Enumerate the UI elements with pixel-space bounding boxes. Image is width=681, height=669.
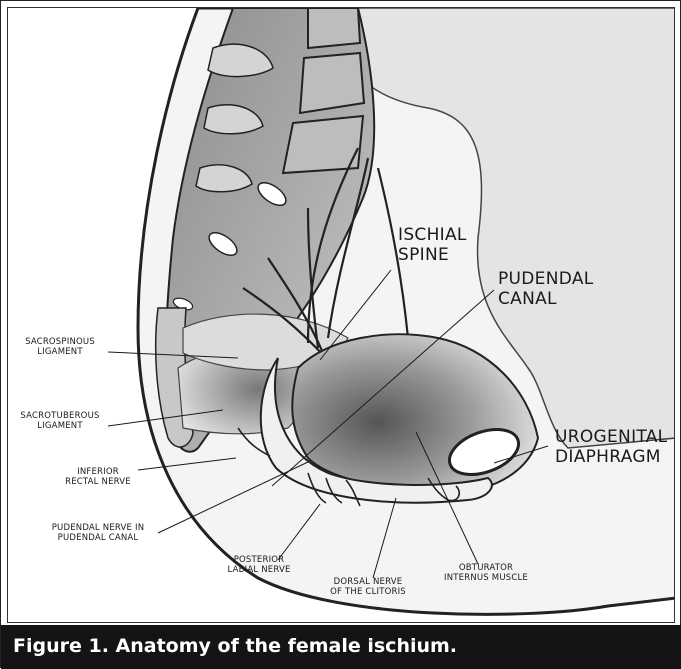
label-pudendal-nerve: PUDENDAL NERVE IN PUDENDAL CANAL [38,524,158,544]
vertebra-1 [308,8,360,48]
label-sacrospinous-ligament: SACROSPINOUS LIGAMENT [14,338,106,358]
label-inferior-rectal-nerve: INFERIOR RECTAL NERVE [56,468,140,488]
vertebra-2 [300,53,364,113]
label-ischial-spine: ISCHIAL SPINE [398,226,467,265]
figure-caption: Figure 1. Anatomy of the female ischium. [13,635,457,657]
label-obturator-internus: OBTURATOR INTERNUS MUSCLE [436,564,536,584]
label-urogenital-diaphragm: UROGENITAL DIAPHRAGM [555,428,667,467]
label-dorsal-nerve-clitoris: DORSAL NERVE OF THE CLITORIS [316,578,420,598]
anatomy-illustration: ISCHIAL SPINE PUDENDAL CANAL UROGENITAL … [7,7,675,623]
caption-bar: Figure 1. Anatomy of the female ischium. [1,625,681,669]
label-sacrotuberous-ligament: SACROTUBEROUS LIGAMENT [12,412,108,432]
label-pudendal-canal: PUDENDAL CANAL [498,270,594,309]
label-posterior-labial-nerve: POSTERIOR LABIAL NERVE [214,556,304,576]
